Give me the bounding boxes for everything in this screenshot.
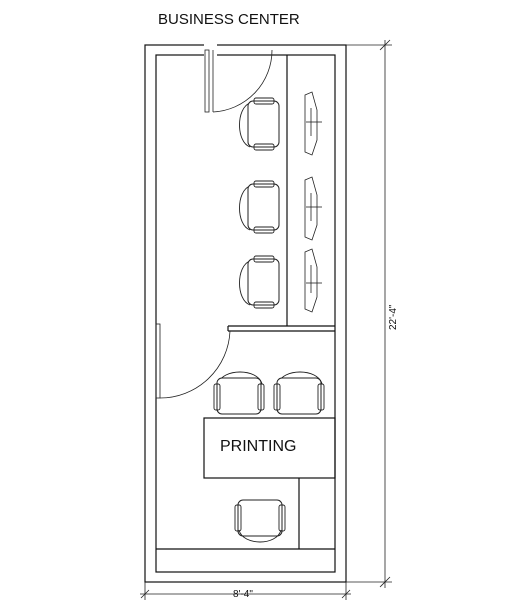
chair-5	[273, 371, 325, 415]
plan-title: BUSINESS CENTER	[158, 11, 300, 28]
width-dimension	[140, 582, 351, 600]
chair-3	[239, 255, 280, 309]
height-dimension	[346, 39, 392, 588]
monitor-2	[304, 176, 322, 241]
chair-4	[213, 371, 265, 415]
width-dimension-label: 8'-4"	[233, 589, 253, 600]
printing-label: PRINTING	[220, 438, 296, 455]
left-door	[155, 323, 231, 399]
printing-table	[203, 417, 336, 479]
chair-1	[239, 97, 280, 151]
top-door	[204, 44, 273, 113]
chair-2	[239, 180, 280, 234]
chair-6	[234, 499, 286, 543]
monitor-1	[304, 91, 322, 156]
monitor-3	[304, 248, 322, 313]
counter-partition	[227, 55, 335, 332]
height-dimension-label: 22'-4"	[388, 304, 399, 330]
lower-desk	[156, 478, 335, 550]
outer-wall	[144, 44, 347, 583]
